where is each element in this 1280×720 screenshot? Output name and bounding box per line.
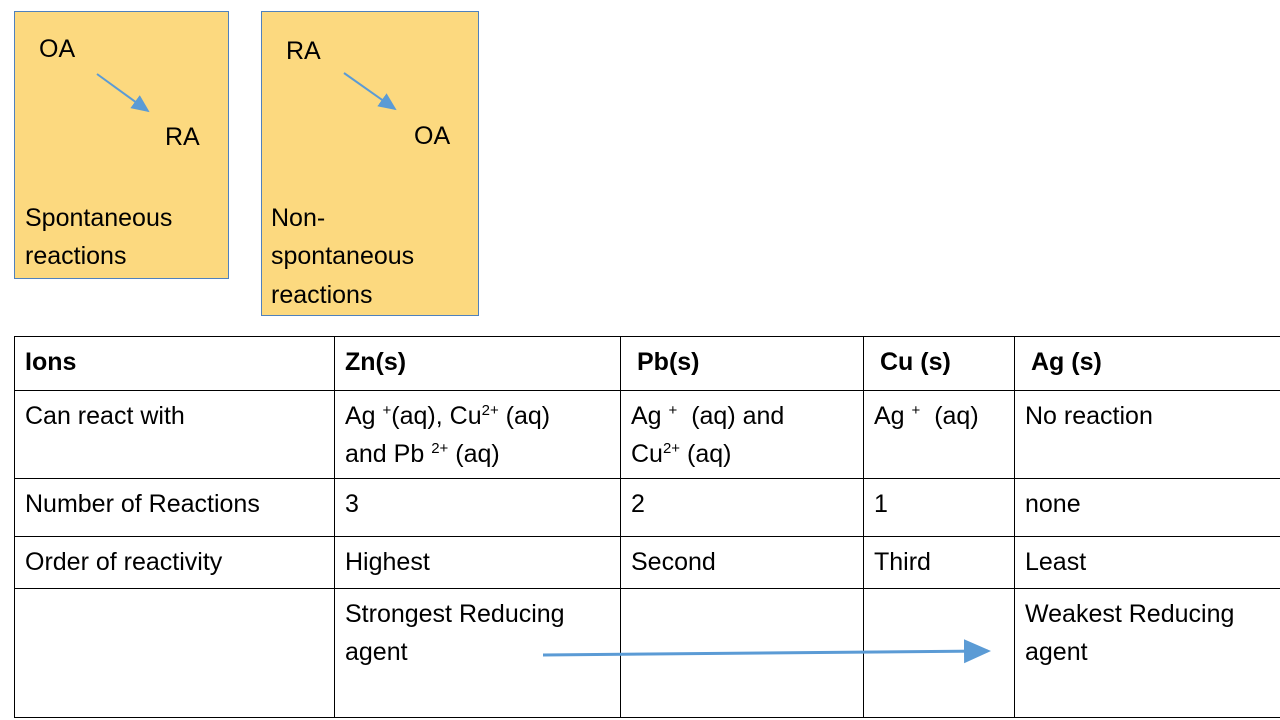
header-ag: Ag (s)	[1014, 336, 1280, 391]
empty-cell	[620, 588, 864, 718]
table-row: Number of Reactions 3 2 1 none	[14, 478, 1280, 537]
pb-order-cell: Second	[620, 536, 864, 589]
header-cu: Cu (s)	[863, 336, 1015, 391]
strongest-agent-cell: Strongest Reducing agent	[334, 588, 621, 718]
ag-number-cell: none	[1014, 478, 1280, 537]
header-ions: Ions	[14, 336, 335, 391]
row-label-number: Number of Reactions	[14, 478, 335, 537]
row-label-can-react: Can react with	[14, 390, 335, 479]
zn-number-cell: 3	[334, 478, 621, 537]
spontaneous-box: OA RA Spontaneous reactions	[14, 11, 229, 279]
cu-number-cell: 1	[863, 478, 1015, 537]
table-row: Order of reactivity Highest Second Third…	[14, 536, 1280, 589]
empty-cell	[863, 588, 1015, 718]
table-row: Can react with Ag +(aq), Cu2+ (aq)and Pb…	[14, 390, 1280, 479]
header-pb: Pb(s)	[620, 336, 864, 391]
zn-order-cell: Highest	[334, 536, 621, 589]
spontaneous-caption-line2: reactions	[25, 242, 127, 270]
row-label-order: Order of reactivity	[14, 536, 335, 589]
zn-reacts-with-cell: Ag +(aq), Cu2+ (aq)and Pb 2+ (aq)	[334, 390, 621, 479]
ag-order-cell: Least	[1014, 536, 1280, 589]
cu-order-cell: Third	[863, 536, 1015, 589]
nonspontaneous-caption-line2: spontaneous	[271, 242, 415, 270]
spontaneous-caption-line1: Spontaneous	[25, 204, 173, 232]
oa-label: OA	[39, 35, 76, 63]
nonspontaneous-box: RA OA Non- spontaneous reactions	[261, 11, 479, 316]
ra-label: RA	[165, 123, 200, 151]
nonspontaneous-caption-line3: reactions	[271, 281, 373, 309]
header-zn: Zn(s)	[334, 336, 621, 391]
table-row: Strongest Reducing agent Weakest Reducin…	[14, 588, 1280, 718]
weakest-agent-cell: Weakest Reducing agent	[1014, 588, 1280, 718]
table-header-row: Ions Zn(s) Pb(s) Cu (s) Ag (s)	[14, 336, 1280, 391]
nonspontaneous-caption-line1: Non-	[271, 204, 326, 232]
oa-to-ra-arrow-icon	[96, 73, 150, 113]
ra-to-oa-arrow-icon	[343, 72, 397, 111]
ra-label: RA	[286, 37, 321, 65]
pb-number-cell: 2	[620, 478, 864, 537]
oa-label: OA	[414, 122, 451, 150]
ag-reacts-with-cell: No reaction	[1014, 390, 1280, 479]
cu-reacts-with-cell: Ag + (aq)	[863, 390, 1015, 479]
reactivity-table: Ions Zn(s) Pb(s) Cu (s) Ag (s) Can react…	[14, 336, 1280, 718]
empty-cell	[14, 588, 335, 718]
